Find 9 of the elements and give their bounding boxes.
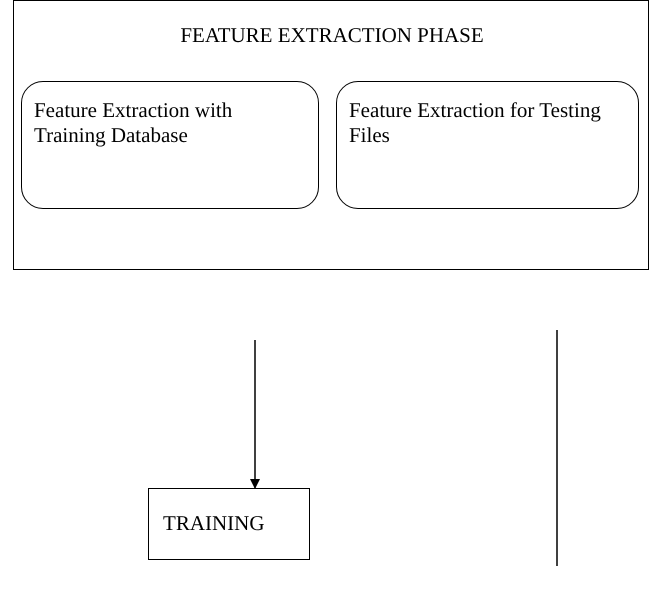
panel-title: FEATURE EXTRACTION PHASE <box>179 23 485 48</box>
arrow <box>250 340 260 489</box>
process-box <box>148 488 310 560</box>
process-box <box>336 81 639 209</box>
phase-panel <box>13 0 649 270</box>
process-box <box>21 81 319 209</box>
node-label: Feature Extraction with Training Database <box>34 98 234 148</box>
node-label: TRAINING <box>163 511 266 536</box>
node-label: Feature Extraction for Testing Files <box>349 98 602 148</box>
